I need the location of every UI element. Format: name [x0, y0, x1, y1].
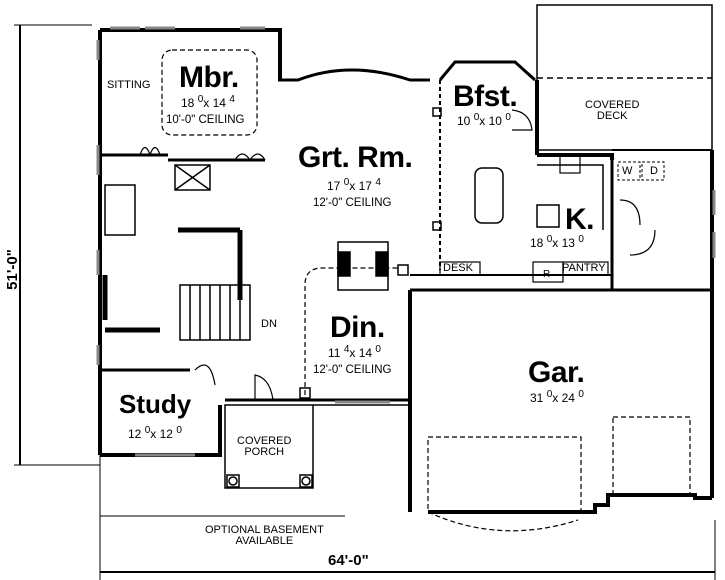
master-bedroom-dimensions: 18 0x 14 4: [181, 94, 235, 110]
master-bedroom-label: Mbr.: [179, 61, 239, 94]
porch-columns: [226, 107, 442, 488]
dining-dimensions: 11 4x 14 0: [328, 344, 381, 360]
desk-label: DESK: [443, 262, 473, 274]
breakfast-label: Bfst.: [453, 80, 518, 113]
great-room-dimensions: 17 0x 17 4: [327, 177, 381, 193]
study-label: Study: [119, 389, 192, 419]
great-room-ceiling: 12'-0" CEILING: [313, 197, 392, 209]
covered-deck-outline: [536, 4, 713, 151]
overall-width-dimension: 64'-0": [328, 552, 369, 569]
garage-label: Gar.: [528, 356, 585, 389]
washer-label: W: [622, 165, 633, 177]
garage-parking: [427, 416, 691, 532]
depth-dimension-line: [14, 24, 100, 466]
dining-ceiling-outline: [304, 267, 400, 395]
closet-shelving: [102, 227, 243, 333]
sitting-label: SITTING: [107, 79, 151, 91]
kitchen-dimensions: 18 0x 13 0: [530, 234, 584, 250]
kitchen-cooktop: [536, 204, 560, 228]
kitchen-label: K.: [565, 203, 595, 236]
refrigerator-label: R: [543, 269, 551, 280]
dryer-label: D: [650, 165, 658, 177]
width-dimension-line: [99, 452, 716, 580]
overall-depth-dimension: 51'-0": [3, 249, 21, 290]
stairs-down-label: DN: [261, 318, 277, 330]
great-room-label: Grt. Rm.: [298, 141, 413, 174]
dining-ceiling: 12'-0" CEILING: [313, 364, 392, 376]
garage-dimensions: 31 0x 24 0: [530, 389, 584, 405]
kitchen-island: [474, 167, 504, 224]
kitchen-sink: [559, 154, 581, 174]
breakfast-dimensions: 10 0x 10 0: [457, 112, 511, 128]
study-dimensions: 12 0x 12 0: [128, 425, 182, 441]
master-tray-ceiling: [161, 49, 258, 136]
pantry-label: PANTRY: [562, 262, 606, 274]
master-bedroom-ceiling: 10'-0" CEILING: [166, 114, 245, 126]
porch-outline: [224, 404, 410, 489]
dining-label: Din.: [330, 311, 385, 344]
door-swings: [139, 109, 656, 401]
fireplace: [337, 241, 389, 291]
windows: [96, 26, 716, 457]
